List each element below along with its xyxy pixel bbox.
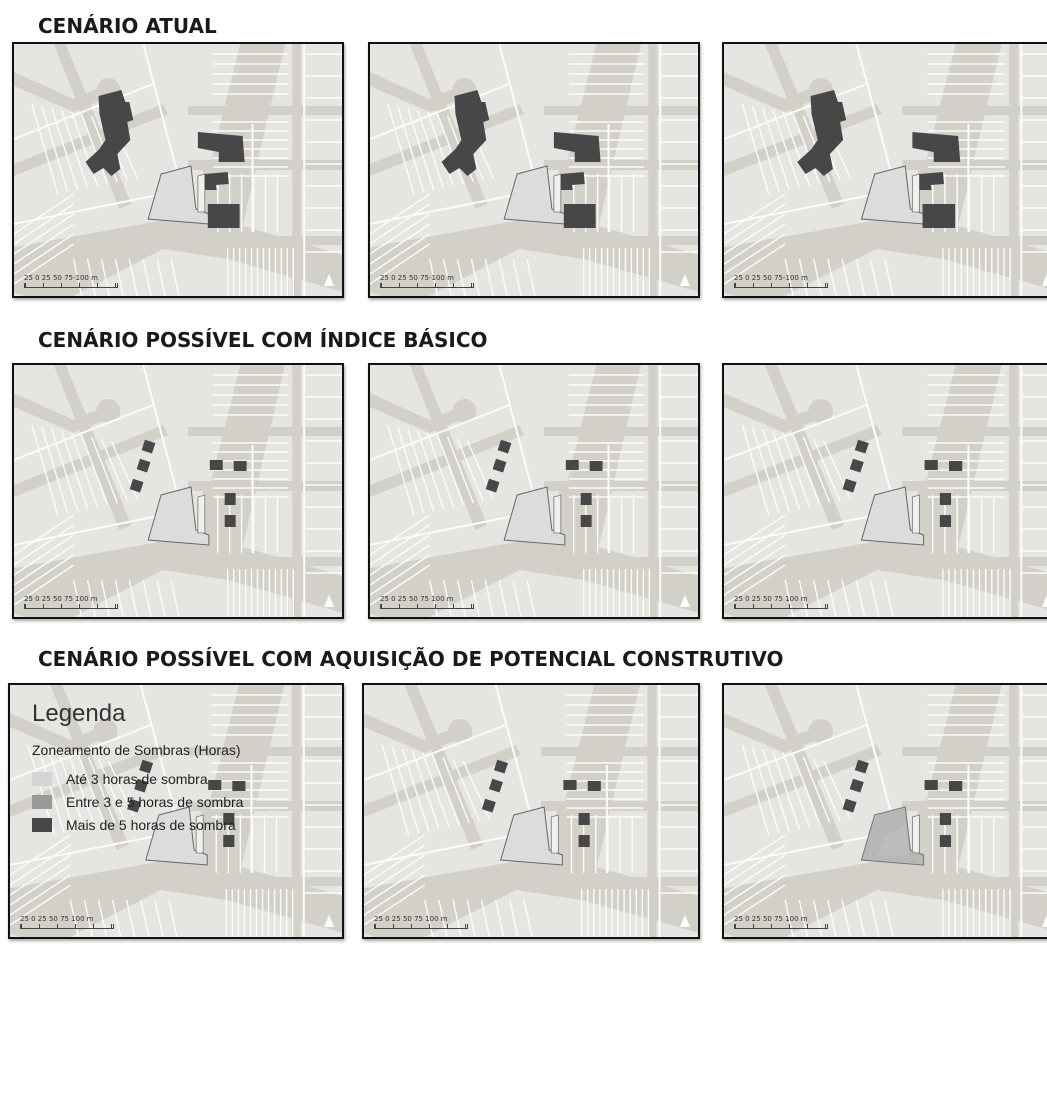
map-canvas xyxy=(724,44,1047,296)
map-canvas xyxy=(364,685,698,937)
scale-bar: 25 0 25 50 75 100 m xyxy=(734,915,828,929)
scale-bar: 25 0 25 50 75-100 m xyxy=(24,274,118,288)
map-potential-2: 25 0 25 50 75 100 m xyxy=(362,683,700,939)
legend-swatch-light xyxy=(32,771,52,786)
map-current-3: 25 0 25 50 75-100 m xyxy=(722,42,1047,298)
map-canvas xyxy=(370,365,698,617)
map-canvas xyxy=(724,365,1047,617)
section-title-potential: CENÁRIO POSSÍVEL COM AQUISIÇÃO DE POTENC… xyxy=(38,647,784,671)
legend-label: Mais de 5 horas de sombra xyxy=(66,816,236,833)
legend-title: Legenda xyxy=(32,700,126,727)
legend-swatch-medium xyxy=(32,794,52,809)
north-arrow-icon xyxy=(1042,915,1047,927)
scale-bar: 25 0 25 50 75-100 m xyxy=(734,274,828,288)
legend: Legenda Zoneamento de Sombras (Horas) At… xyxy=(32,700,243,836)
north-arrow-icon xyxy=(324,274,334,286)
map-potential-1: 25 0 25 50 75 100 m xyxy=(8,683,344,939)
north-arrow-icon xyxy=(1042,274,1047,286)
map-canvas xyxy=(10,685,342,937)
scale-bar: 25 0 25 50 75 100 m xyxy=(24,595,118,609)
map-canvas xyxy=(370,44,698,296)
legend-item-dark: Mais de 5 horas de sombra xyxy=(32,813,243,836)
map-basic-2: 25 0 25 50 75 100 m xyxy=(368,363,700,619)
scale-bar: 25 0 25 50 75 100 m xyxy=(374,915,468,929)
north-arrow-icon xyxy=(1042,595,1047,607)
north-arrow-icon xyxy=(324,915,334,927)
map-potential-3: 25 0 25 50 75 100 m xyxy=(722,683,1047,939)
section-title-basic-index: CENÁRIO POSSÍVEL COM ÍNDICE BÁSICO xyxy=(38,328,488,352)
north-arrow-icon xyxy=(680,274,690,286)
legend-item-light: Até 3 horas de sombra xyxy=(32,767,243,790)
map-basic-1: 25 0 25 50 75 100 m xyxy=(12,363,344,619)
map-canvas xyxy=(14,365,342,617)
scale-bar: 25 0 25 50 75 100 m xyxy=(380,595,474,609)
north-arrow-icon xyxy=(324,595,334,607)
map-current-1: 25 0 25 50 75-100 m xyxy=(12,42,344,298)
scale-bar: 25 0 25 50 75 100 m xyxy=(734,595,828,609)
legend-item-medium: Entre 3 e 5 horas de sombra xyxy=(32,790,243,813)
section-title-current: CENÁRIO ATUAL xyxy=(38,14,217,38)
legend-subtitle: Zoneamento de Sombras (Horas) xyxy=(32,742,241,758)
north-arrow-icon xyxy=(680,915,690,927)
map-canvas xyxy=(724,685,1047,937)
north-arrow-icon xyxy=(680,595,690,607)
map-current-2: 25 0 25 50 75-100 m xyxy=(368,42,700,298)
map-canvas xyxy=(14,44,342,296)
map-basic-3: 25 0 25 50 75 100 m xyxy=(722,363,1047,619)
scale-bar: 25 0 25 50 75 100 m xyxy=(20,915,114,929)
legend-swatch-dark xyxy=(32,817,52,832)
legend-label: Entre 3 e 5 horas de sombra xyxy=(66,793,244,810)
legend-label: Até 3 horas de sombra xyxy=(66,770,208,787)
scale-bar: 25 0 25 50 75-100 m xyxy=(380,274,474,288)
